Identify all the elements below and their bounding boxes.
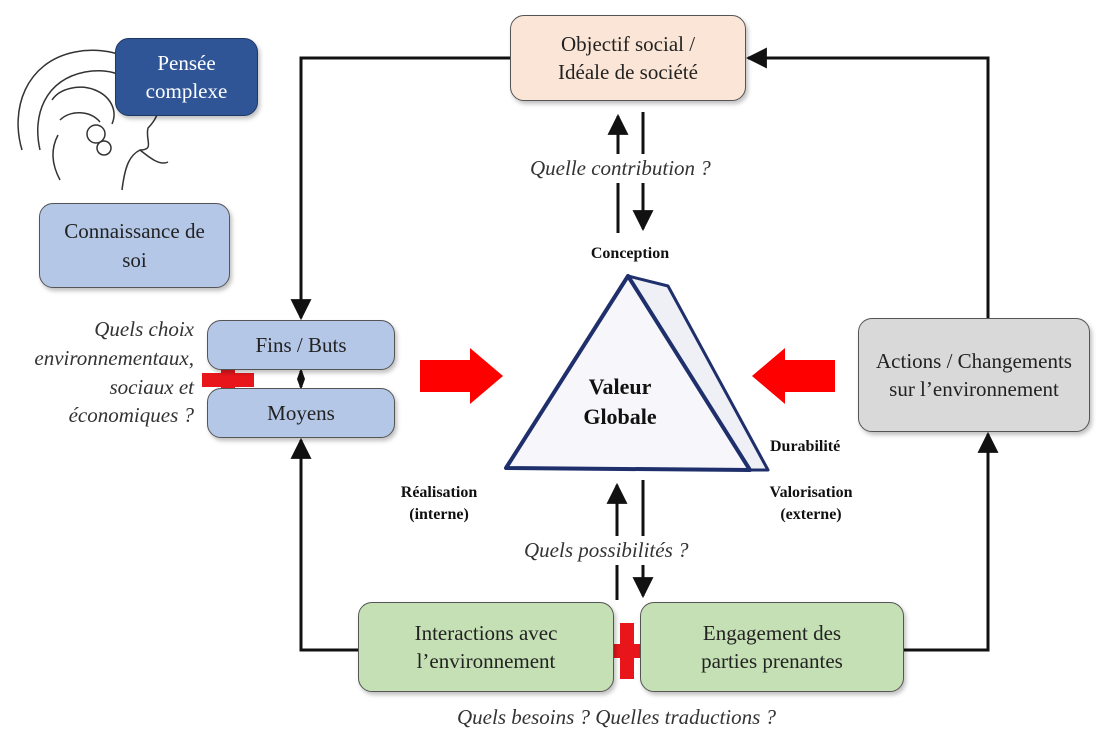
engagement-parties-prenantes-box: Engagement des parties prenantes (640, 602, 904, 692)
actions-changements-box: Actions / Changements sur l’environnemen… (858, 318, 1090, 432)
loop-interactions-to-moyens (290, 437, 358, 652)
red-arrow-right (752, 348, 835, 404)
engagement-parties-prenantes-label: Engagement des parties prenantes (701, 620, 843, 673)
objectif-social-box: Objectif social / Idéale de société (510, 15, 746, 101)
question-choix: Quels choix environnementaux, sociaux et… (34, 317, 194, 428)
pensee-complexe-box: Pensée complexe (115, 38, 258, 116)
valorisation-label: Valorisation (externe) (769, 484, 853, 524)
loop-engagement-to-actions (904, 431, 999, 652)
conception-label: Conception (590, 245, 670, 262)
red-arrow-left (420, 348, 503, 404)
loop-actions-to-obj (745, 47, 990, 318)
actions-changements-label: Actions / Changements sur l’environnemen… (876, 348, 1072, 401)
loop-obj-to-fins (290, 56, 510, 321)
connaissance-de-soi-label: Connaissance de soi (64, 219, 205, 272)
question-possibilites: Quels possibilités ? (520, 536, 693, 565)
value-triangle (504, 274, 770, 472)
fins-buts-label: Fins / Buts (255, 332, 347, 357)
objectif-social-label: Objectif social / Idéale de société (558, 31, 698, 84)
connaissance-de-soi-box: Connaissance de soi (39, 203, 230, 288)
fins-moyens-diamond (297, 368, 305, 390)
moyens-label: Moyens (267, 400, 335, 425)
question-contribution: Quelle contribution ? (526, 154, 715, 183)
fins-buts-box: Fins / Buts (207, 320, 395, 370)
interactions-environnement-label: Interactions avec l’environnement (414, 620, 558, 673)
triangle-front-face (504, 274, 752, 472)
interactions-environnement-box: Interactions avec l’environnement (358, 602, 614, 692)
pensee-complexe-label: Pensée complexe (145, 50, 228, 103)
realisation-label: Réalisation (interne) (400, 484, 478, 524)
durabilite-label: Durabilité (770, 438, 841, 455)
moyens-box: Moyens (207, 388, 395, 438)
question-besoins-traductions: Quels besoins ? Quelles traductions ? (453, 705, 781, 730)
valeur-globale-label: Valeur Globale (583, 374, 657, 429)
